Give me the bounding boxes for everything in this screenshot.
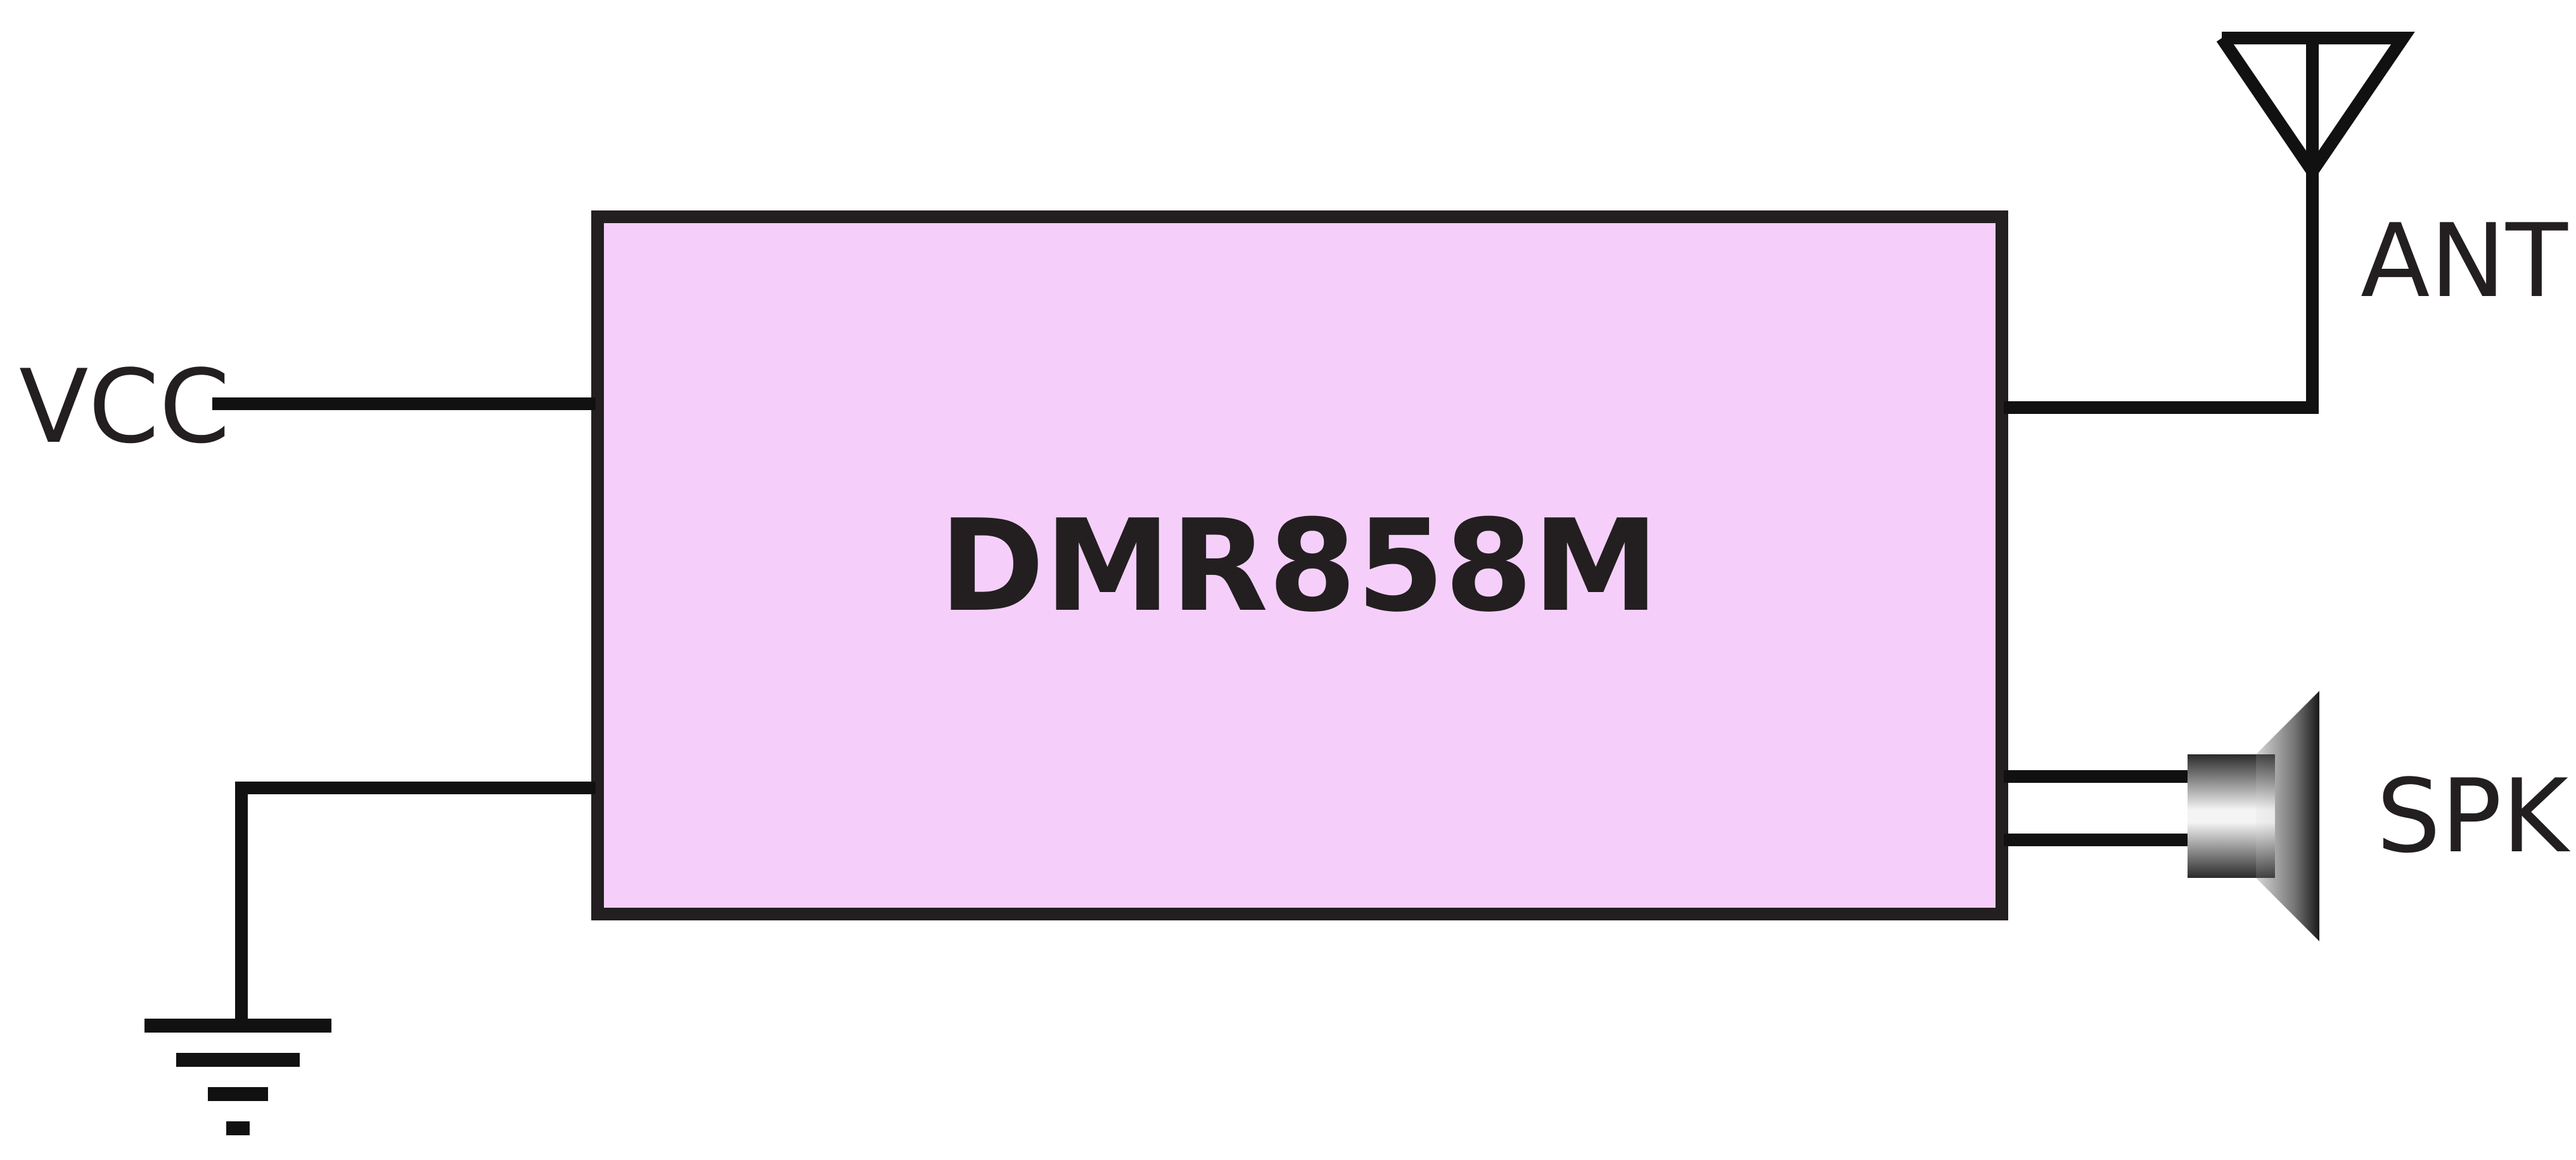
antenna-label: ANT — [2361, 202, 2568, 320]
vcc-label: VCC — [19, 347, 230, 466]
ground-icon — [144, 1019, 331, 1135]
module-box — [591, 210, 2008, 920]
module-name: DMR858M — [939, 493, 1659, 640]
ground-wire — [235, 782, 596, 1021]
speaker-label: SPK — [2376, 757, 2571, 875]
speaker-icon — [2188, 691, 2319, 941]
antenna-icon — [2216, 32, 2415, 183]
